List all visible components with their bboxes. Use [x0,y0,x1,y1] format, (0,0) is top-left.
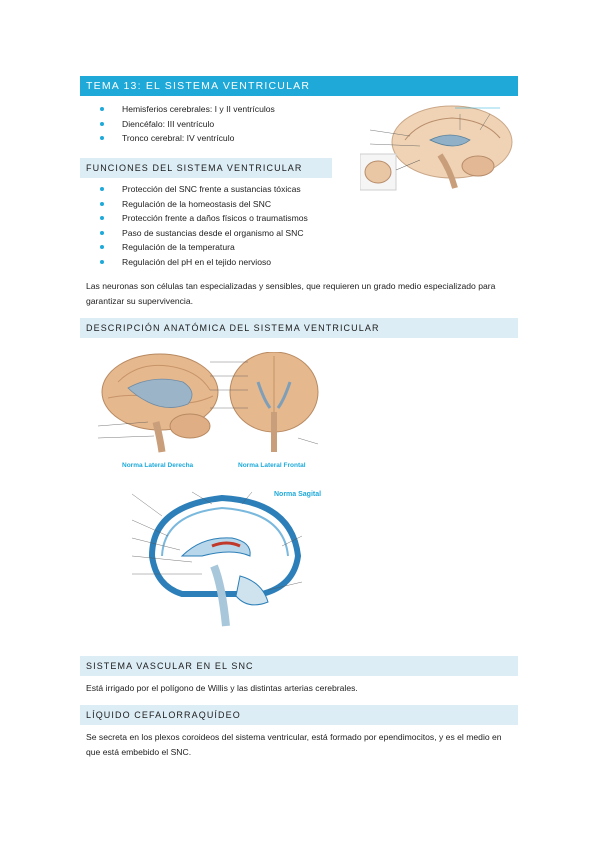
list-item: Regulación de la homeostasis del SNC [100,197,308,212]
section-heading-vascular: SISTEMA VASCULAR EN EL SNC [80,656,518,676]
caption-sagital: Norma Sagital [274,491,322,498]
caption-lateral-frontal: Norma Lateral Frontal [238,462,306,469]
funciones-list: Protección del SNC frente a sustancias t… [100,182,308,270]
list-item: Regulación del pH en el tejido nervioso [100,255,308,270]
liquido-paragraph: Se secreta en los plexos coroideos del s… [86,732,502,757]
section-heading-funciones: FUNCIONES DEL SISTEMA VENTRICULAR [80,158,332,178]
list-item: Diencéfalo: III ventrículo [100,117,275,132]
sagittal-ventricle-figure [131,491,303,627]
vascular-paragraph: Está irrigado por el polígono de Willis … [86,683,358,693]
list-item: Protección frente a daños físicos o trau… [100,211,308,226]
title-bar: TEMA 13: EL SISTEMA VENTRICULAR [80,76,518,96]
intro-list: Hemisferios cerebrales: I y II ventrícul… [100,102,275,146]
funciones-paragraph: Las neuronas son células tan especializa… [86,281,496,306]
section-heading-liquido: LÍQUIDO CEFALORRAQUÍDEO [80,705,518,725]
list-item: Tronco cerebral: IV ventrículo [100,131,275,146]
list-item: Protección del SNC frente a sustancias t… [100,182,308,197]
list-item: Paso de sustancias desde el organismo al… [100,226,308,241]
list-item: Regulación de la temperatura [100,240,308,255]
section-heading-descripcion: DESCRIPCIÓN ANATÓMICA DEL SISTEMA VENTRI… [80,318,518,338]
list-item: Hemisferios cerebrales: I y II ventrícul… [100,102,275,117]
caption-lateral-right: Norma Lateral Derecha [122,462,194,469]
lateral-brain-figure [98,352,319,453]
page-title: TEMA 13: EL SISTEMA VENTRICULAR [86,80,311,92]
ventricle-sagittal-thumbnail-figure [360,100,518,192]
